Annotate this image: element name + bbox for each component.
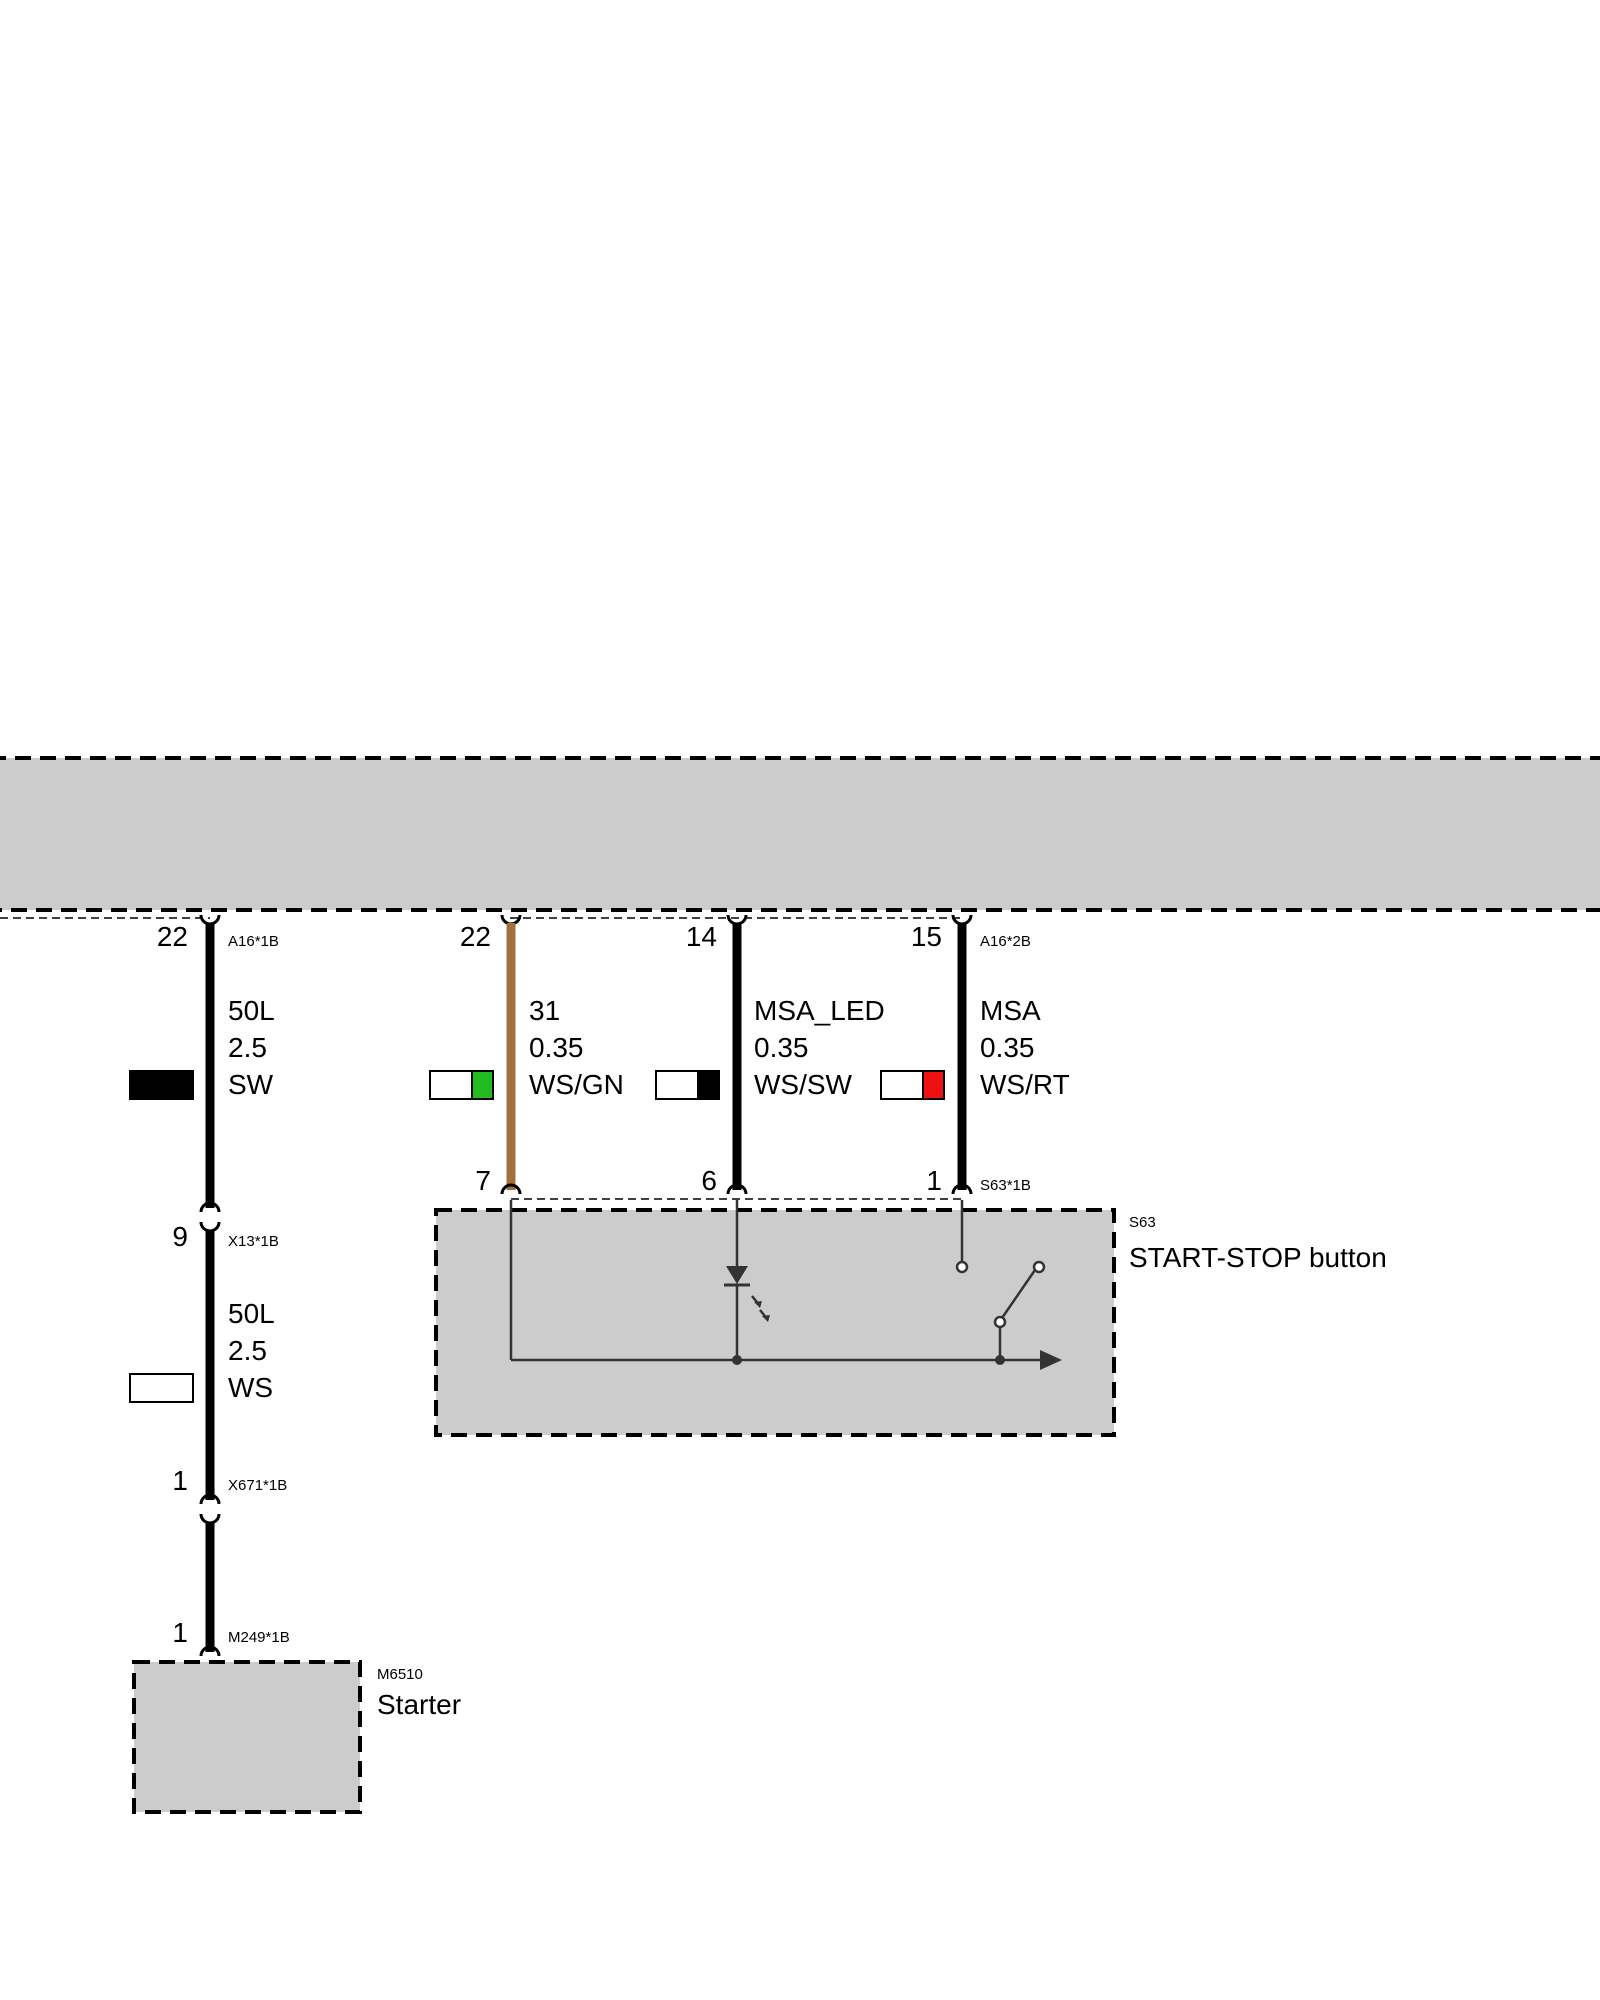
component-id: M6510 — [377, 1666, 423, 1683]
pin-x671-1b-1-bottom — [199, 1513, 221, 1525]
wire-signal: MSA_LED — [754, 995, 885, 1026]
switch-contact-fixed — [955, 1260, 969, 1274]
wire-size: 0.35 — [529, 1032, 584, 1063]
ground-arrow-icon — [1040, 1350, 1062, 1370]
led-emission-arrow-icon — [754, 1301, 762, 1308]
wire-color-swatch-ws-gn — [429, 1070, 494, 1100]
wire-color-swatch-ws — [129, 1373, 194, 1403]
pin-number: 1 — [172, 1465, 188, 1496]
wire-color-code: WS/GN — [529, 1069, 624, 1100]
wire-size: 0.35 — [754, 1032, 809, 1063]
start-stop-internal-circuit — [509, 1200, 1040, 1362]
wire-color-code: WS/SW — [754, 1069, 853, 1100]
pin-x671-1b-1-top — [199, 1493, 221, 1505]
pin-number: 6 — [701, 1165, 717, 1196]
control-module-band — [0, 756, 1600, 912]
junction-dot — [995, 1355, 1005, 1365]
switch-contact-top — [1032, 1260, 1046, 1274]
connector-label: A16*1B — [228, 933, 279, 950]
junction-dot — [732, 1355, 742, 1365]
pin-x13-1b-9-bottom — [199, 1221, 221, 1233]
pin-m249-1b-1 — [199, 1645, 221, 1657]
pin-number: 14 — [686, 921, 717, 952]
pin-x13-1b-9-top — [199, 1201, 221, 1213]
wire-size: 2.5 — [228, 1335, 267, 1366]
pin-a16-1b-22 — [199, 914, 221, 926]
pin-number: 22 — [460, 921, 491, 952]
pin-number: 1 — [172, 1617, 188, 1648]
led-emission-arrow-icon — [762, 1315, 770, 1322]
pin-a16-2b-22 — [500, 914, 522, 926]
wire-color-swatch-ws-sw — [655, 1070, 720, 1100]
pin-a16-2b-15 — [951, 914, 973, 926]
pin-a16-2b-14 — [726, 914, 748, 926]
wire-color-swatch-ws-rt — [880, 1070, 945, 1100]
component-name: Starter — [377, 1689, 461, 1720]
connector-label: X671*1B — [228, 1477, 287, 1494]
switch-contact-pivot — [993, 1315, 1007, 1329]
connector-label: A16*2B — [980, 933, 1031, 950]
wire-size: 0.35 — [980, 1032, 1035, 1063]
pin-number: 9 — [172, 1221, 188, 1252]
wire-color-code: WS — [228, 1372, 273, 1403]
pin-s63-1b-7 — [500, 1183, 522, 1195]
connector-label: S63*1B — [980, 1177, 1031, 1194]
start-stop-button-module[interactable] — [434, 1208, 1116, 1437]
pin-s63-1b-1 — [951, 1183, 973, 1195]
led-diode-icon — [726, 1266, 748, 1284]
pin-number: 7 — [475, 1165, 491, 1196]
pin-number: 1 — [926, 1165, 942, 1196]
pin-number: 15 — [911, 921, 942, 952]
wire-size: 2.5 — [228, 1032, 267, 1063]
wire-color-code: WS/RT — [980, 1069, 1070, 1100]
wire-color-swatch-sw — [129, 1070, 194, 1100]
wire-signal: 31 — [529, 995, 560, 1026]
wire-signal: 50L — [228, 1298, 275, 1329]
pin-s63-1b-6 — [726, 1183, 748, 1195]
wire-color-code: SW — [228, 1069, 274, 1100]
wire-signal: 50L — [228, 995, 275, 1026]
wire-signal: MSA — [980, 995, 1041, 1026]
connector-label: M249*1B — [228, 1629, 290, 1646]
pin-number: 22 — [157, 921, 188, 952]
component-id: S63 — [1129, 1214, 1156, 1231]
component-name: START-STOP button — [1129, 1242, 1387, 1273]
connector-label: X13*1B — [228, 1233, 279, 1250]
starter-module[interactable] — [132, 1660, 362, 1814]
